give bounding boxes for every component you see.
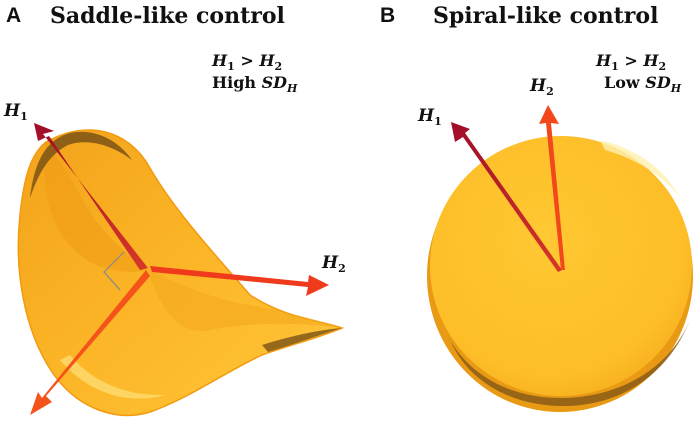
- panel-a-sd-note: High SDH: [212, 73, 298, 95]
- disk-highlight: [600, 140, 680, 198]
- arrow-h3: [30, 270, 150, 415]
- arrow-h1: [34, 123, 148, 270]
- saddle-axes-marker: [103, 251, 125, 291]
- saddle-fold-left: [44, 142, 148, 272]
- saddle-highlight: [60, 355, 165, 399]
- arrow-h2: [150, 266, 329, 296]
- saddle-rim-shadow-tip: [262, 328, 342, 352]
- label-h2-panel-b: H2: [529, 76, 554, 98]
- panel-b-relation: H1 > H2: [595, 51, 666, 73]
- panel-b-sd-note: Low SDH: [604, 73, 682, 95]
- disk-rim-shadow: [450, 320, 690, 407]
- arrow-h2-panel-b: [539, 105, 565, 270]
- saddle-fold-lower: [148, 270, 342, 331]
- label-h1-panel-a: H1: [3, 101, 28, 123]
- label-h1-panel-b: H1: [417, 106, 442, 128]
- panel-b-arrows: [451, 105, 565, 272]
- panel-a-relation: H1 > H2: [211, 51, 282, 73]
- label-h2-panel-a: H2: [321, 253, 346, 275]
- panel-b: B Spiral-like control H1 > H2 Low SDH H1…: [380, 3, 693, 412]
- spiral-disk: [427, 136, 693, 412]
- panel-b-letter: B: [380, 4, 395, 27]
- panel-a-title: Saddle-like control: [50, 3, 285, 29]
- panel-a-arrows: [30, 123, 329, 415]
- panel-a: A Saddle-like control H1 > H2 High SDH H…: [3, 3, 346, 417]
- panel-a-letter: A: [6, 4, 21, 27]
- arrow-h1-panel-b: [451, 122, 562, 272]
- panel-b-title: Spiral-like control: [433, 3, 658, 29]
